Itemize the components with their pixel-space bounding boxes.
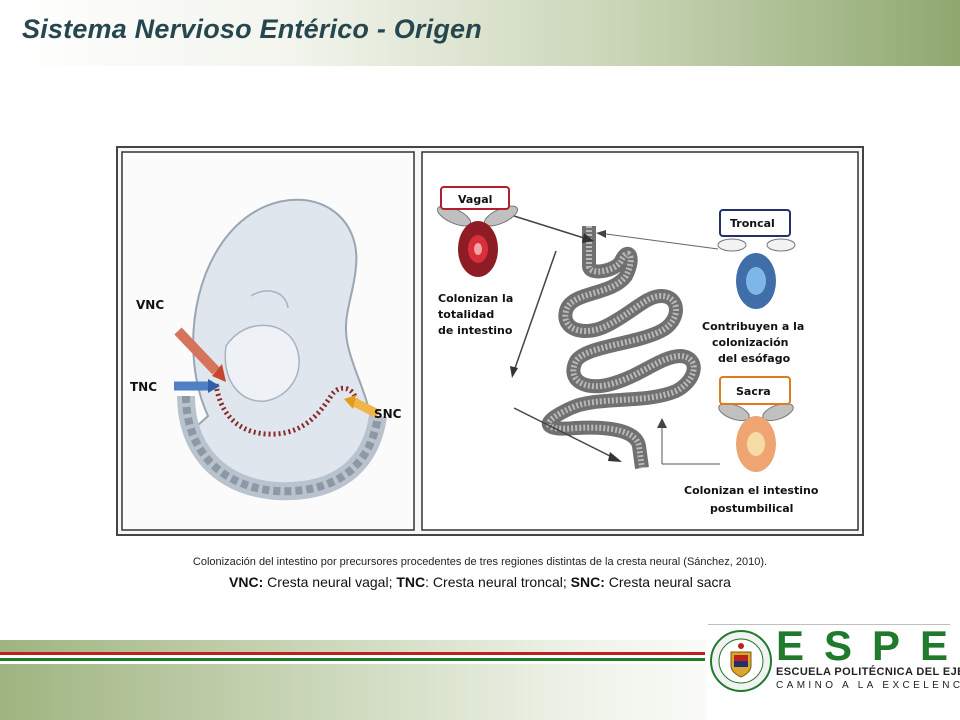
sacra-text-2: postumbilical [710,502,793,515]
snc-label: SNC [374,407,402,421]
logo-divider [708,624,950,625]
brand-logo-text: ESPE [776,622,960,669]
embryo-panel: VNC TNC SNC [121,151,415,531]
troncal-text-3: del esófago [718,352,791,365]
tnc-definition: : Cresta neural troncal; [425,574,571,590]
sacra-label: Sacra [736,385,771,398]
figure-legend: VNC: Cresta neural vagal; TNC: Cresta ne… [0,574,960,590]
school-motto: CAMINO A LA EXCELENCIA [776,680,960,691]
snc-abbr: SNC: [570,574,605,590]
header-band [0,0,960,66]
troncal-text-2: colonización [712,336,789,349]
gut-panel: Vagal Colonizan la totalidad de intestin… [421,151,859,531]
vnc-definition: Cresta neural vagal; [263,574,397,590]
vnc-abbr: VNC: [229,574,264,590]
figure-caption: Colonización del intestino por precursor… [192,556,768,568]
snc-definition: Cresta neural sacra [604,574,731,590]
school-name: ESCUELA POLITÉCNICA DEL EJÉRCITO [776,666,960,678]
enteric-nervous-system-figure: VNC TNC SNC Vagal Colonizan la totalidad… [116,146,864,536]
vagal-text-2: totalidad [438,308,494,321]
vagal-label: Vagal [458,193,492,206]
vnc-label: VNC [136,298,164,312]
vagal-text-3: de intestino [438,324,513,337]
tnc-abbr: TNC [396,574,426,590]
troncal-label: Troncal [730,217,775,230]
page-title: Sistema Nervioso Entérico - Origen [22,14,482,44]
footer-stripes [0,652,705,664]
vagal-text-1: Colonizan la [438,292,513,305]
troncal-text-1: Contribuyen a la [702,320,804,333]
espe-seal-icon [710,630,772,692]
sacra-text-1: Colonizan el intestino [684,484,819,497]
tnc-label: TNC [130,380,157,394]
